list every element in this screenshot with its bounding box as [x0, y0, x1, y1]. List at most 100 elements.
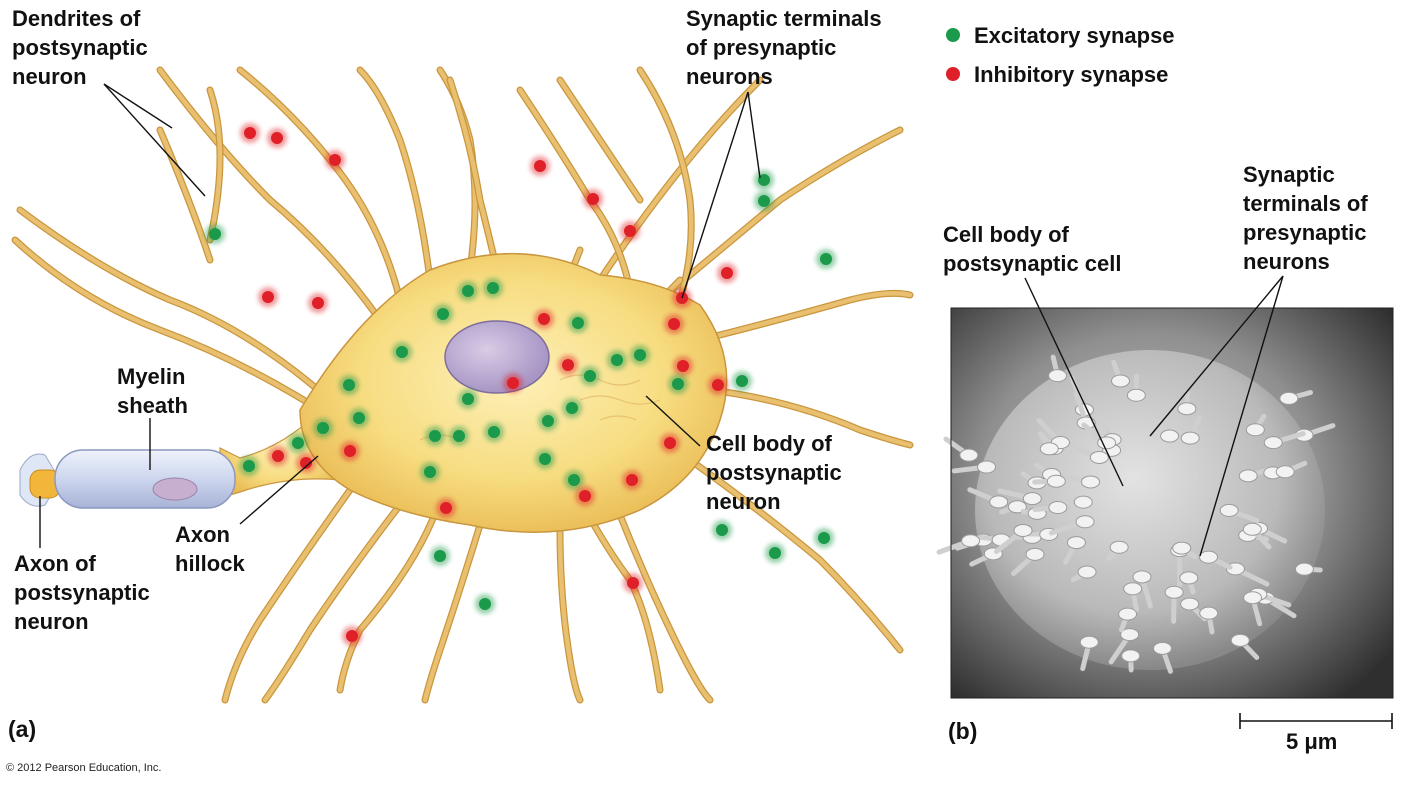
sem-terminal-knob	[1132, 570, 1152, 584]
dendrite-branch-fill	[12, 237, 323, 413]
excitatory-synapse	[462, 285, 474, 297]
excitatory-synapse	[820, 253, 832, 265]
sem-terminal-knob	[1121, 649, 1141, 663]
label-line: Axon	[175, 522, 230, 547]
label-axon-of-postsynaptic-neuron: Axon of postsynaptic neuron	[14, 549, 150, 636]
inhibitory-synapse	[346, 630, 358, 642]
label-line: Dendrites of	[12, 6, 141, 31]
label-line: neuron	[12, 64, 87, 89]
excitatory-synapse	[584, 370, 596, 382]
label-line: of presynaptic	[686, 35, 837, 60]
dendrite-branch-fill	[557, 77, 643, 203]
sem-terminal-knob	[1111, 374, 1131, 388]
sem-terminal-knob	[1066, 536, 1086, 550]
nucleus	[444, 320, 550, 394]
inhibitory-synapse	[664, 437, 676, 449]
excitatory-synapse	[572, 317, 584, 329]
panel-label-b: (b)	[948, 718, 978, 744]
label-line: sheath	[117, 393, 188, 418]
sem-terminal-knob	[1075, 515, 1095, 529]
sem-terminal-knob	[1013, 523, 1033, 537]
sem-terminal-knob	[1022, 492, 1042, 506]
label-line: postsynaptic	[706, 460, 842, 485]
sem-terminal-knob	[1123, 582, 1143, 596]
dendrite-branch-fill	[617, 512, 713, 703]
dendrite-branch-fill	[687, 457, 903, 653]
dendrite-branch-fill	[422, 522, 483, 703]
label-cell-body-b: Cell body of postsynaptic cell	[943, 220, 1122, 278]
sem-terminal-knob	[1263, 436, 1283, 450]
excitatory-dot-icon	[946, 28, 960, 43]
inhibitory-synapse	[300, 457, 312, 469]
excitatory-synapse	[487, 282, 499, 294]
label-line: Cell body of	[943, 222, 1069, 247]
sem-terminal-knob	[1081, 475, 1101, 489]
excitatory-synapse	[343, 379, 355, 391]
sem-terminal-knob	[1199, 550, 1219, 564]
excitatory-synapse	[539, 453, 551, 465]
sem-terminal-knob	[1048, 501, 1068, 515]
inhibitory-synapse	[507, 377, 519, 389]
excitatory-synapse	[488, 426, 500, 438]
label-line: hillock	[175, 551, 245, 576]
sem-terminal-knob	[1164, 585, 1184, 599]
sem-terminal-knob	[1180, 431, 1200, 445]
sem-synaptic-terminals	[936, 354, 1336, 674]
excitatory-synapse	[568, 474, 580, 486]
sem-micrograph	[936, 307, 1394, 699]
dendrite-branch-fill	[637, 67, 694, 303]
sem-terminal-knob	[1089, 450, 1109, 464]
excitatory-synapse	[542, 415, 554, 427]
sem-terminal-knob	[1219, 503, 1239, 517]
leader-lines	[39, 83, 1284, 557]
cell-body-shape	[299, 253, 728, 534]
excitatory-synapse	[634, 349, 646, 361]
label-line: Synaptic	[1243, 162, 1335, 187]
label-synaptic-terminals-b: Synaptic terminals of presynaptic neuron…	[1243, 160, 1368, 276]
dendrite-branch	[156, 66, 384, 324]
label-synaptic-terminals-a: Synaptic terminals of presynaptic neuron…	[686, 4, 882, 91]
label-line: neurons	[686, 64, 773, 89]
sem-terminal-knob	[1177, 402, 1197, 416]
dendrite-branch	[236, 66, 404, 304]
label-axon-hillock: Axon hillock	[175, 520, 245, 578]
inhibitory-synapse	[534, 160, 546, 172]
legend-inhibitory: Inhibitory synapse	[946, 61, 1168, 89]
excitatory-synapse	[758, 174, 770, 186]
sem-terminal-knob	[1039, 442, 1059, 456]
excitatory-synapse	[424, 466, 436, 478]
inhibitory-synapse	[562, 359, 574, 371]
sem-terminal-knob	[961, 534, 981, 548]
label-line: neuron	[706, 489, 781, 514]
label-line: postsynaptic	[12, 35, 148, 60]
excitatory-synapse	[611, 354, 623, 366]
excitatory-synapse	[396, 346, 408, 358]
dendrite-branch-fill	[207, 87, 223, 243]
label-line: Cell body of	[706, 431, 832, 456]
excitatory-synapse	[672, 378, 684, 390]
inhibitory-synapse	[262, 291, 274, 303]
inhibitory-synapse	[712, 379, 724, 391]
dendrite-branch-fill	[157, 127, 213, 263]
sem-terminal-knob	[1294, 562, 1314, 576]
sem-terminal-knob	[989, 495, 1009, 509]
inhibitory-dot-icon	[946, 67, 960, 82]
sem-terminal-knob	[1048, 369, 1068, 383]
label-cell-body-a: Cell body of postsynaptic neuron	[706, 429, 842, 516]
copyright: © 2012 Pearson Education, Inc.	[6, 762, 162, 774]
sem-terminal-knob	[1279, 391, 1299, 405]
sem-terminal-knob	[1238, 469, 1258, 483]
label-line: postsynaptic	[14, 580, 150, 605]
excitatory-synapse	[769, 547, 781, 559]
inhibitory-synapse	[624, 225, 636, 237]
legend-excitatory: Excitatory synapse	[946, 22, 1175, 50]
dendrite-branch-fill	[657, 127, 903, 303]
label-myelin-sheath: Myelin sheath	[117, 362, 188, 420]
inhibitory-synapse	[677, 360, 689, 372]
excitatory-synapse	[429, 430, 441, 442]
sem-terminal-knob	[1160, 429, 1180, 443]
label-dendrites: Dendrites of postsynaptic neuron	[12, 4, 148, 91]
panel-label-a: (a)	[8, 716, 37, 742]
inhibitory-synapse	[244, 127, 256, 139]
dendrite-branch-fill	[157, 67, 383, 323]
